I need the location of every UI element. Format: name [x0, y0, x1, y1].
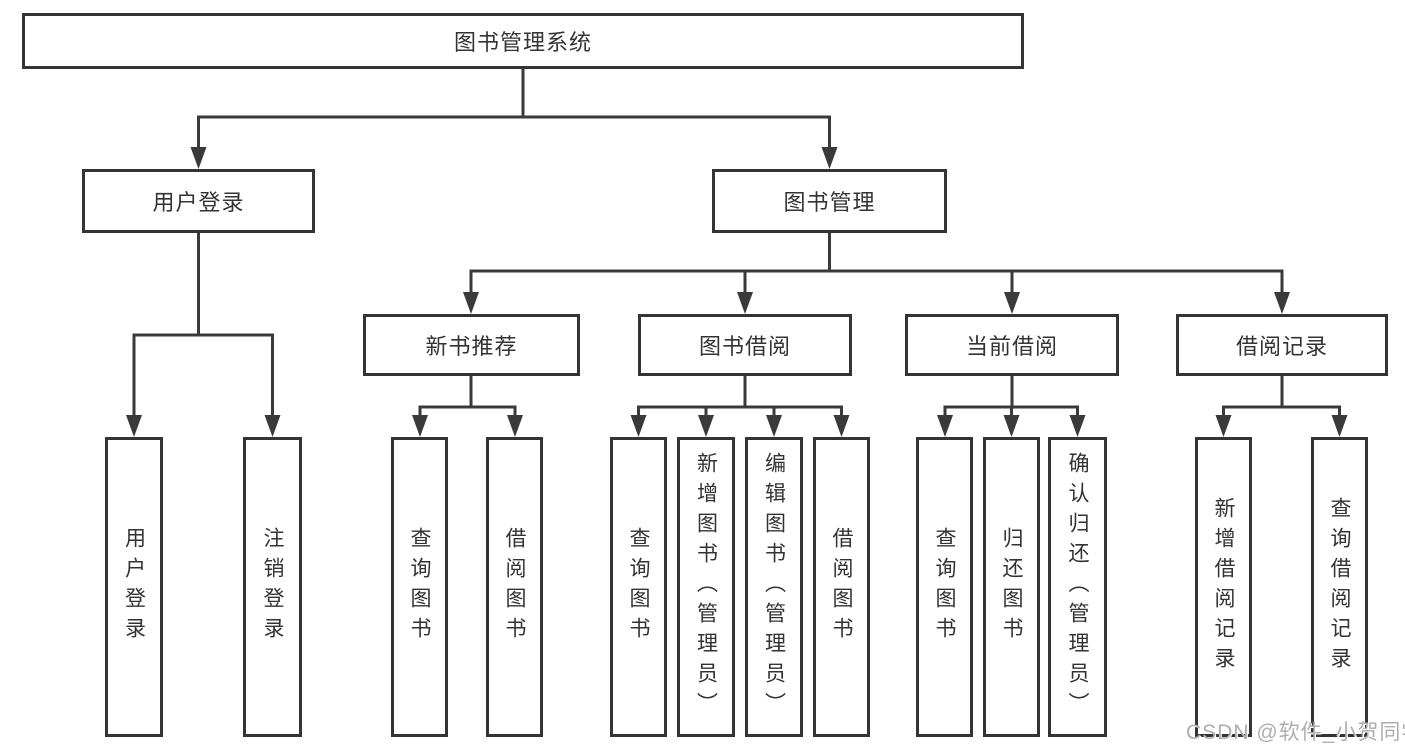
- leaf-query-books-3: 查询图书: [916, 437, 973, 737]
- leaf-query-books-1: 查询图书: [391, 437, 448, 737]
- node-user-login-label: 用户登录: [152, 190, 245, 215]
- leaf-borrow-books-2: 借阅图书: [813, 437, 870, 737]
- node-borrowing-records-label: 借阅记录: [1235, 334, 1328, 359]
- csdn-watermark: CSDN @软件_小贺同学: [1186, 721, 1405, 744]
- leaf-add-borrow-record: 新增借阅记录: [1195, 437, 1252, 737]
- leaf-add-book-admin: 新增图书（管理员）: [677, 437, 735, 737]
- node-new-book-recommend: 新书推荐: [363, 314, 580, 376]
- leaf-query-books-2-label: 查询图书: [627, 527, 650, 647]
- leaf-edit-book-admin-label: 编辑图书（管理员）: [762, 452, 786, 722]
- leaf-query-books-3-label: 查询图书: [933, 527, 956, 647]
- leaf-query-borrow-record: 查询借阅记录: [1311, 437, 1368, 737]
- leaf-borrow-books-2-label: 借阅图书: [830, 527, 853, 647]
- leaf-confirm-return-admin: 确认归还（管理员）: [1048, 437, 1107, 737]
- leaf-add-borrow-record-label: 新增借阅记录: [1212, 497, 1235, 677]
- leaf-logout: 注销登录: [243, 437, 302, 737]
- leaf-return-books-label: 归还图书: [1000, 527, 1023, 647]
- node-current-borrowing-label: 当前借阅: [965, 334, 1058, 359]
- leaf-query-borrow-record-label: 查询借阅记录: [1328, 497, 1351, 677]
- node-current-borrowing: 当前借阅: [905, 314, 1119, 376]
- node-book-borrowing-label: 图书借阅: [698, 334, 791, 359]
- leaf-user-login: 用户登录: [105, 437, 163, 737]
- leaf-borrow-books-1: 借阅图书: [486, 437, 543, 737]
- leaf-add-book-admin-label: 新增图书（管理员）: [694, 452, 718, 722]
- node-borrowing-records: 借阅记录: [1176, 314, 1388, 376]
- leaf-borrow-books-1-label: 借阅图书: [503, 527, 526, 647]
- leaf-return-books: 归还图书: [983, 437, 1040, 737]
- node-new-book-recommend-label: 新书推荐: [425, 334, 518, 359]
- leaf-query-books-1-label: 查询图书: [408, 527, 431, 647]
- node-user-login: 用户登录: [82, 169, 315, 233]
- node-book-management: 图书管理: [712, 169, 947, 233]
- node-library-system: 图书管理系统: [22, 13, 1024, 69]
- node-book-management-label: 图书管理: [783, 190, 876, 215]
- leaf-logout-label: 注销登录: [261, 527, 284, 647]
- node-library-system-label: 图书管理系统: [453, 30, 592, 55]
- leaf-user-login-label: 用户登录: [122, 527, 146, 647]
- leaf-query-books-2: 查询图书: [610, 437, 667, 737]
- leaf-edit-book-admin: 编辑图书（管理员）: [745, 437, 803, 737]
- node-book-borrowing: 图书借阅: [638, 314, 852, 376]
- leaf-confirm-return-admin-label: 确认归还（管理员）: [1066, 452, 1089, 722]
